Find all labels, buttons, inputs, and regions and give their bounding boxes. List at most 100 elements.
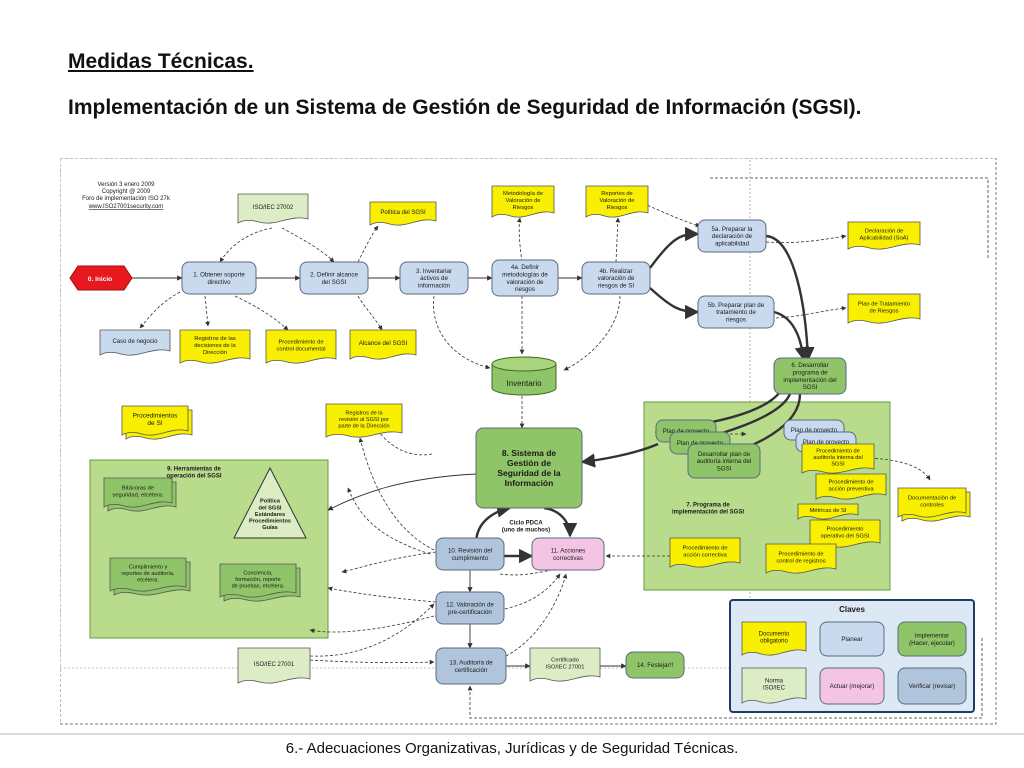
doc-registros-decisiones-label: Registros de las	[194, 336, 236, 342]
doc-cumplimiento-label: Cumplimiento y	[129, 564, 168, 570]
slide-footer: 6.- Adecuaciones Organizativas, Jurídica…	[285, 740, 739, 757]
arrow	[773, 310, 809, 362]
step-10-revision-label: cumplimiento	[452, 555, 489, 562]
doc-caso-negocio-label: Caso de negocio	[112, 339, 158, 345]
step-13-auditoria-label: 13. Auditoría de	[449, 660, 493, 667]
doc-metricas: Métricas de SI	[797, 503, 859, 520]
triangle-text: Estándares	[255, 512, 285, 518]
arrow	[580, 442, 659, 468]
step-4b-valoracion-label: riesgos de SI	[598, 282, 634, 289]
dashed-arrow	[204, 295, 210, 327]
doc-bitacoras-label: Bitácoras de	[122, 486, 154, 492]
doc-conciencia-label: de pruebas, etcétera.	[232, 584, 285, 590]
doc-proc-registros-label: Procedimiento de	[778, 552, 823, 558]
doc-certificado-label: ISO/IEC 27001	[546, 664, 585, 670]
legend-implement: Implementar(Hacer, ejecutar)	[897, 621, 967, 657]
dashed-arrow	[309, 603, 435, 657]
doc-iso27002: ISO/IEC 27002	[237, 193, 309, 224]
doc-registros-revision-label: revisión al SGSI por	[339, 417, 389, 423]
step-4b-valoracion-label: valoración de	[598, 275, 635, 282]
doc-proc-auditoria-interna-label: SGSI	[831, 462, 845, 468]
pdca-cycle-label: Ciclo PDCA	[509, 521, 543, 527]
dashed-arrow	[341, 551, 437, 574]
doc-iso27001: ISO/IEC 27001	[237, 647, 311, 684]
dashed-arrow	[358, 437, 435, 551]
doc-proc-preventiva-label: acción preventiva	[828, 486, 874, 492]
diagram-frame	[60, 158, 997, 725]
dashed-arrow	[499, 565, 571, 576]
arrow	[649, 287, 700, 320]
doc-plan-tratamiento-label: Plan de Tratamiento	[858, 302, 910, 308]
dashed-arrow	[234, 295, 289, 331]
step-0-start: 0. Inicio	[69, 265, 133, 291]
doc-metodologia-label: Riesgos	[513, 205, 534, 211]
doc-procedimiento-control-label: Procedimiento de	[278, 340, 323, 346]
doc-reportes-label: Reportes de	[601, 191, 633, 197]
doc-iso27001-label: ISO/IEC 27001	[254, 662, 295, 668]
dashed-arrow	[219, 227, 273, 263]
legend-act: Actuar (mejorar)	[819, 667, 885, 705]
step-6-programa-label: programa de	[792, 370, 828, 377]
version-line: www.ISO27001security.com	[88, 204, 164, 210]
doc-iso27002-label: ISO/IEC 27002	[253, 205, 294, 211]
legend-implement-label: Implementar	[915, 633, 949, 640]
arrow	[543, 506, 578, 538]
doc-politica-sgsi: Política del SGSI	[369, 201, 437, 226]
step-7-plan-auditoria-label: auditoría interna del	[697, 458, 752, 465]
doc-proc-operativo-label: Procedimiento	[826, 527, 863, 533]
step-8-sgsi-label: Información	[505, 478, 554, 488]
doc-procedimientos-si-label: de SI	[147, 420, 162, 427]
triangle-text: Procedimientos	[249, 519, 291, 525]
arrow	[765, 234, 815, 362]
doc-procedimiento-control-label: control documental	[277, 346, 326, 352]
doc-bitacoras-label: seguridad, etcétera.	[112, 492, 164, 498]
dashed-arrow	[375, 427, 433, 456]
dashed-arrow	[357, 295, 383, 331]
doc-registros-decisiones-label: decisiones de la	[194, 343, 236, 349]
group-9-label: operación del SGSI	[166, 474, 221, 480]
legend-title: Claves	[839, 605, 865, 614]
step-8-sgsi-label: 8. Sistema de	[502, 448, 557, 458]
legend-document-label: Documento	[759, 632, 790, 638]
legend-standard-label: Norma	[765, 679, 784, 685]
doc-metodologia-label: Metodología de	[503, 191, 543, 197]
step-3-inventariar-label: información	[418, 282, 451, 289]
doc-documentacion-controles-label: Documentación de	[908, 496, 956, 502]
version-line: Copyright @ 2009	[102, 189, 151, 195]
inventario-database: Inventario	[491, 356, 557, 396]
dashed-arrow	[347, 487, 431, 555]
doc-reportes-label: Riesgos	[607, 205, 628, 211]
step-3-inventariar-label: 3. Inventariar	[416, 268, 452, 275]
version-line: Foro de implementación ISO 27k	[82, 196, 171, 202]
doc-cumplimiento-label: etcétera.	[137, 578, 159, 584]
version-line: Versión 3 enero 2009	[97, 182, 155, 188]
step-12-precertificacion-label: 12. Valoración de	[446, 602, 494, 609]
legend-verify: Verificar (revisar)	[897, 667, 967, 705]
step-11-acciones-label: correctivas	[553, 555, 583, 562]
step-12-precertificacion-label: pre-certificación	[448, 609, 492, 616]
doc-conciencia-label: formación, reporte	[235, 577, 280, 583]
triangle-text: del SGSI	[258, 505, 281, 511]
dashed-arrow	[281, 227, 335, 263]
step-11-acciones-label: 11. Acciones	[551, 548, 586, 555]
dashed-arrow	[433, 295, 491, 370]
step-8-sgsi-label: Seguridad de la	[497, 468, 561, 478]
step-10-revision-label: 10. Revisión del	[448, 548, 492, 555]
